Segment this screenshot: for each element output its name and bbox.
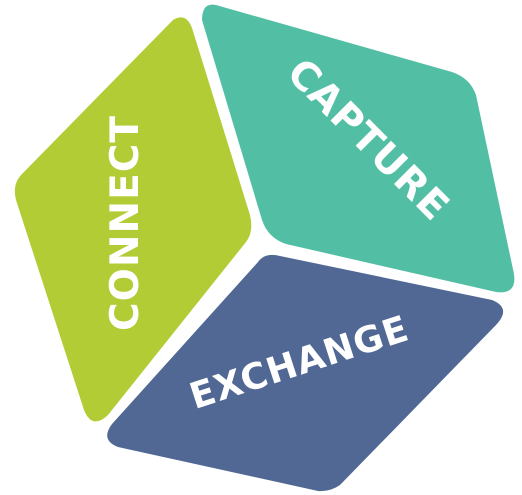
connect-label: CONNECT <box>103 115 148 331</box>
exchange-face-shape <box>107 254 504 492</box>
capture-face: CAPTURE <box>202 4 515 293</box>
connect-face: CONNECT <box>14 17 252 422</box>
exchange-face: EXCHANGE <box>107 254 504 492</box>
capture-face-shape <box>202 4 515 293</box>
connect-face-shape <box>14 17 252 422</box>
